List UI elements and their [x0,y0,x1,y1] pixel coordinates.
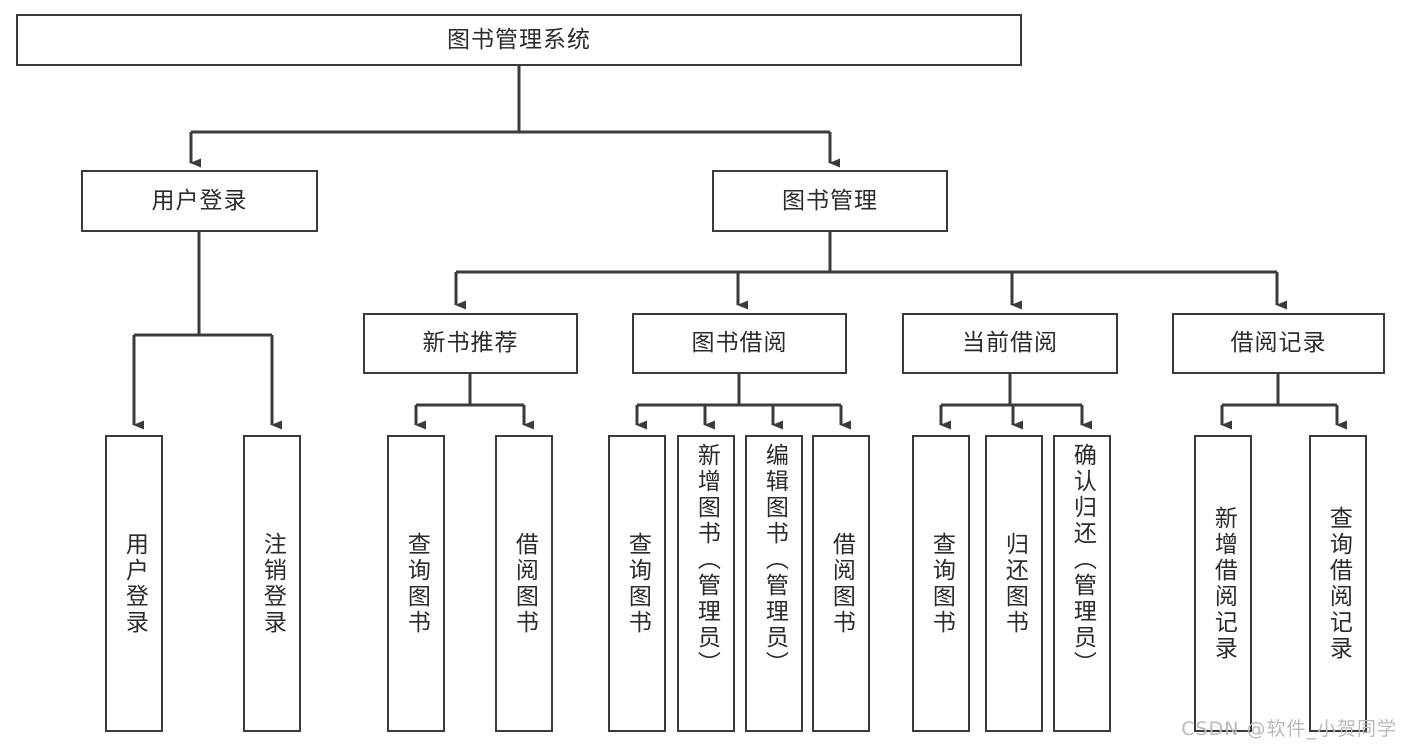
node-leaf-user-logout-label: 注销登录 [259,531,286,636]
node-leaf-current-return[interactable]: 归还图书 [985,435,1043,732]
node-leaf-borrow-edit-label: 编辑图书（管理员） [761,443,788,677]
node-leaf-newbook-query[interactable]: 查询图书 [387,435,445,732]
node-user-login-label: 用户登录 [151,187,248,214]
node-leaf-record-add-label: 新增借阅记录 [1210,505,1237,662]
node-borrow-record-label: 借阅记录 [1230,330,1327,357]
node-leaf-borrow-add[interactable]: 新增图书（管理员） [677,435,735,732]
node-book-borrow[interactable]: 图书借阅 [632,313,847,374]
node-leaf-newbook-borrow[interactable]: 借阅图书 [495,435,553,732]
node-new-book-recommend-label: 新书推荐 [422,330,519,357]
node-borrow-record[interactable]: 借阅记录 [1172,313,1385,374]
node-leaf-user-login-label: 用户登录 [121,531,148,636]
node-leaf-newbook-borrow-label: 借阅图书 [511,531,538,636]
node-leaf-current-return-label: 归还图书 [1001,531,1028,636]
node-leaf-user-login[interactable]: 用户登录 [105,435,163,732]
node-leaf-borrow-add-label: 新增图书（管理员） [693,443,720,677]
node-book-management[interactable]: 图书管理 [712,170,948,232]
node-leaf-borrow-query-label: 查询图书 [624,531,651,636]
csdn-watermark: CSDN @软件_小贺同学 [1181,718,1397,740]
node-leaf-borrow-edit[interactable]: 编辑图书（管理员） [745,435,803,732]
node-leaf-current-query-label: 查询图书 [928,531,955,636]
node-book-management-label: 图书管理 [782,187,878,214]
node-leaf-borrow-borrow[interactable]: 借阅图书 [812,435,870,732]
node-root[interactable]: 图书管理系统 [16,14,1022,66]
node-leaf-record-add[interactable]: 新增借阅记录 [1194,435,1252,732]
node-leaf-borrow-borrow-label: 借阅图书 [828,531,855,636]
node-new-book-recommend[interactable]: 新书推荐 [363,313,578,374]
node-leaf-newbook-query-label: 查询图书 [403,531,430,636]
node-leaf-borrow-query[interactable]: 查询图书 [608,435,666,732]
node-book-borrow-label: 图书借阅 [691,330,788,357]
node-leaf-record-query[interactable]: 查询借阅记录 [1309,435,1367,732]
node-leaf-record-query-label: 查询借阅记录 [1325,505,1352,662]
node-leaf-current-confirm[interactable]: 确认归还（管理员） [1053,435,1111,732]
node-root-label: 图书管理系统 [447,26,591,53]
node-leaf-current-query[interactable]: 查询图书 [912,435,970,732]
node-current-borrow-label: 当前借阅 [962,330,1058,357]
node-leaf-current-confirm-label: 确认归还（管理员） [1069,443,1096,677]
node-user-login[interactable]: 用户登录 [81,170,318,232]
node-current-borrow[interactable]: 当前借阅 [902,313,1118,374]
node-leaf-user-logout[interactable]: 注销登录 [243,435,301,732]
